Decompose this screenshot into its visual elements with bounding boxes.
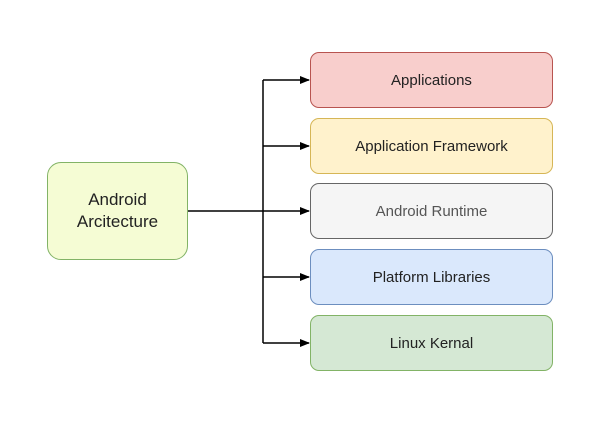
layer-label: Platform Libraries — [372, 268, 491, 286]
layer-node-applications: Applications — [310, 52, 553, 108]
layer-node-application-framework: Application Framework — [310, 118, 553, 174]
layer-label: Linux Kernal — [389, 334, 474, 352]
root-node-android-architecture: Android Arcitecture — [47, 162, 188, 260]
layer-label: Applications — [391, 71, 472, 89]
root-node-label: Android Arcitecture — [76, 190, 159, 231]
layer-label: Application Framework — [355, 137, 508, 155]
layer-label: Android Runtime — [375, 202, 488, 220]
layer-node-android-runtime: Android Runtime — [310, 183, 553, 239]
layer-node-platform-libraries: Platform Libraries — [310, 249, 553, 305]
layer-node-linux-kernal: Linux Kernal — [310, 315, 553, 371]
